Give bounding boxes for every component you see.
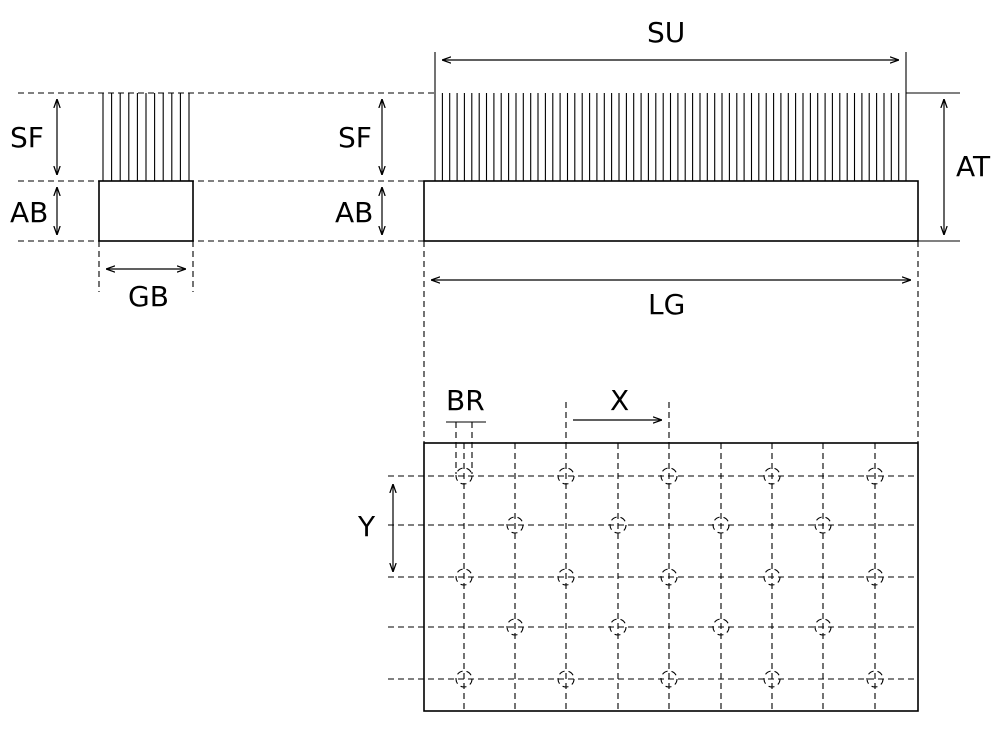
tuft-hole bbox=[609, 618, 627, 636]
tuft-hole bbox=[557, 467, 575, 485]
tuft-hole bbox=[660, 670, 678, 688]
gb-label: GB bbox=[128, 280, 169, 313]
tuft-hole bbox=[660, 467, 678, 485]
tuft-hole bbox=[557, 568, 575, 586]
side-view-filaments bbox=[102, 93, 190, 181]
tuft-hole bbox=[866, 467, 884, 485]
br-label: BR bbox=[446, 384, 485, 417]
tuft-hole bbox=[712, 618, 730, 636]
hole-grid-lines bbox=[388, 443, 918, 711]
tuft-hole bbox=[866, 568, 884, 586]
tuft-hole bbox=[455, 467, 473, 485]
tuft-hole bbox=[763, 670, 781, 688]
sf-label-right: SF bbox=[338, 121, 372, 154]
at-label: AT bbox=[956, 150, 991, 183]
tuft-hole bbox=[763, 568, 781, 586]
front-view-brush: SF AB SU AT LG bbox=[335, 16, 991, 443]
su-label: SU bbox=[647, 16, 685, 49]
tuft-hole bbox=[763, 467, 781, 485]
tuft-hole bbox=[506, 516, 524, 534]
tuft-hole bbox=[557, 670, 575, 688]
x-label: X bbox=[610, 384, 629, 417]
tuft-hole bbox=[609, 516, 627, 534]
y-label: Y bbox=[357, 510, 376, 543]
ab-label-left: AB bbox=[10, 196, 48, 229]
front-view-filaments bbox=[434, 93, 907, 181]
side-view-brush: SF AB GB bbox=[10, 93, 194, 313]
tuft-hole bbox=[814, 618, 832, 636]
front-view-base bbox=[423, 180, 919, 242]
tuft-hole bbox=[506, 618, 524, 636]
tuft-hole bbox=[660, 568, 678, 586]
tuft-hole bbox=[814, 516, 832, 534]
sf-label-left: SF bbox=[10, 121, 44, 154]
tuft-hole bbox=[712, 516, 730, 534]
hole-pattern-view: BR X Y bbox=[357, 384, 919, 712]
side-view-base bbox=[98, 180, 194, 242]
tuft-hole bbox=[455, 568, 473, 586]
ab-label-right: AB bbox=[335, 196, 373, 229]
lg-label: LG bbox=[648, 288, 685, 321]
reference-lines bbox=[18, 92, 960, 242]
tuft-hole bbox=[866, 670, 884, 688]
tuft-hole bbox=[455, 670, 473, 688]
tuft-holes bbox=[455, 467, 884, 688]
